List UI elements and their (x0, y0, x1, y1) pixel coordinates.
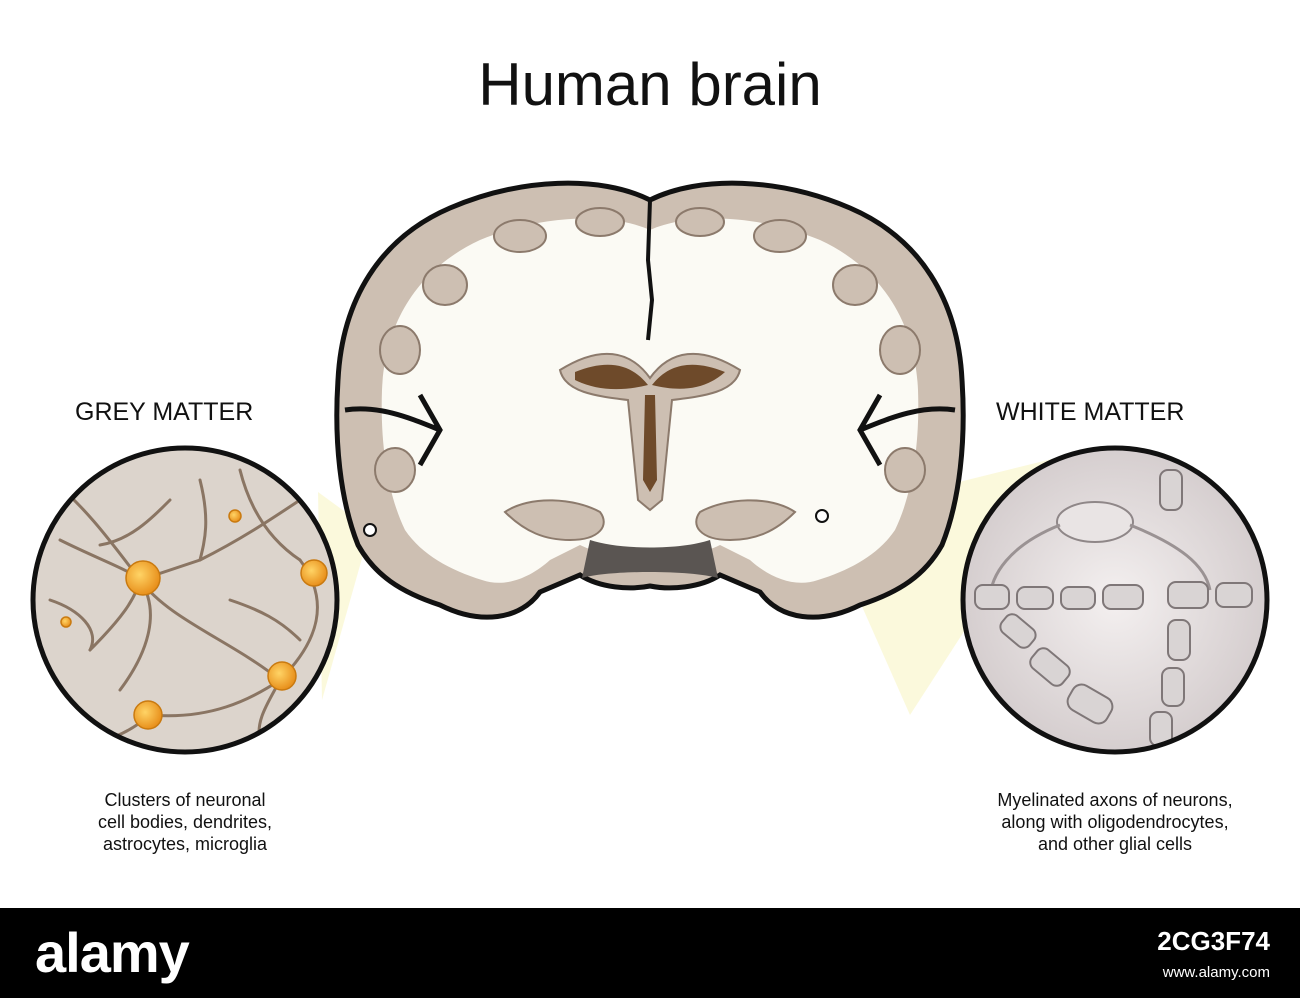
brain-coronal-section (334, 180, 966, 620)
neuron-cell-body (267, 661, 297, 691)
white-matter-label: WHITE MATTER (996, 398, 1185, 426)
oligodendrocyte (1056, 501, 1134, 543)
grey-matter-description: Clusters of neuronal cell bodies, dendri… (60, 789, 310, 855)
description-line: cell bodies, dendrites, (97, 812, 273, 832)
description-line: Clusters of neuronal (104, 790, 266, 810)
description-line: and other glial cells (1037, 834, 1193, 854)
white-matter-magnified-view (960, 445, 1270, 755)
grey-matter-label: GREY MATTER (75, 398, 254, 426)
neuron-cell-body (125, 560, 161, 596)
page-title: Human brain (478, 51, 822, 118)
white-matter-sample-point (815, 509, 829, 523)
grey-matter-magnified-view (30, 445, 340, 755)
description-line: along with oligodendrocytes, (1001, 812, 1229, 832)
grey-matter-sample-point (363, 523, 377, 537)
neuron-cell-body (133, 700, 163, 730)
site-url: www.alamy.com (1162, 964, 1270, 981)
neuron-cell-body (300, 559, 328, 587)
image-id: 2CG3F74 (1157, 926, 1270, 956)
alamy-logo: alamy (35, 921, 190, 984)
description-line: astrocytes, microglia (102, 834, 268, 854)
watermark-footer: alamy 2CG3F74 www.alamy.com (0, 908, 1300, 998)
description-line: Myelinated axons of neurons, (997, 790, 1233, 810)
myelinated-axon (974, 581, 1253, 610)
white-matter-description: Myelinated axons of neurons, along with … (960, 789, 1270, 855)
